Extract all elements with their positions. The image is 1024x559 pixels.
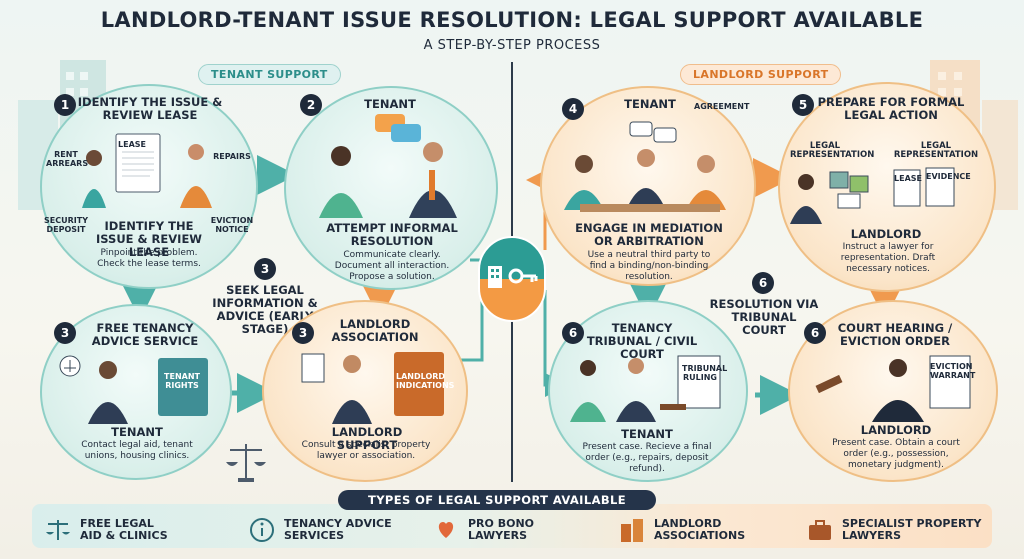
step6a-subheading: TENANT [621, 427, 673, 441]
step3b-description: Consult a specialist property lawyer or … [301, 440, 431, 461]
step4-illustration [564, 121, 726, 212]
tribunal-ruling-doc-label: TRIBUNAL RULING [682, 364, 728, 382]
step3-number: 3 [254, 258, 276, 280]
repairs-tag: REPAIRS [213, 152, 251, 161]
step1-heading: IDENTIFY THE ISSUE & REVIEW LEASE [77, 95, 223, 122]
legal-support-strip-title: TYPES OF LEGAL SUPPORT AVAILABLE [338, 490, 656, 510]
legal-representation-label-2: LEGAL REPRESENTATION [893, 141, 979, 160]
strip-item-label: SPECIALIST PROPERTY LAWYERS [842, 517, 982, 542]
tenant-support-pill: TENANT SUPPORT [198, 64, 341, 85]
step3a-illustration [59, 355, 208, 424]
step6-heading: RESOLUTION VIA TRIBUNAL COURT [709, 297, 819, 337]
step6b-subheading: LANDLORD [860, 423, 932, 437]
evidence-doc-label: EVIDENCE [926, 172, 971, 181]
lease-document-label: LEASE [118, 140, 146, 149]
tenant-rights-book-label: TENANT RIGHTS [164, 372, 200, 390]
step1-subheading: IDENTIFY THE ISSUE & REVIEW LEASE [96, 219, 202, 259]
step6a-description: Present case. Recieve a final order (e.g… [582, 442, 712, 474]
step3a-subheading: TENANT [111, 425, 163, 439]
step2-illustration [319, 114, 457, 218]
step3b-number: 3 [292, 322, 314, 344]
step1-number: 1 [54, 94, 76, 116]
landlord-support-pill: LANDLORD SUPPORT [680, 64, 842, 85]
step5-illustration [790, 167, 955, 224]
strip-item-label: TENANCY ADVICE SERVICES [284, 517, 392, 542]
strip-item-label: FREE LEGAL AID & CLINICS [80, 517, 168, 542]
lease-doc-label: LEASE [894, 174, 922, 183]
step6b-number: 6 [804, 322, 826, 344]
agreement-doc-label: AGREEMENT [694, 102, 750, 111]
step6a-heading: TENANCY TRIBUNAL / CIVIL COURT [586, 321, 698, 361]
step3a-number: 3 [54, 322, 76, 344]
security-deposit-tag: SECURITY DEPOSIT [44, 216, 88, 234]
step6-number: 6 [752, 272, 774, 294]
briefcase-icon [809, 520, 831, 540]
step6b-illustration [815, 355, 971, 422]
step5-number: 5 [792, 94, 814, 116]
buildings-icon [621, 519, 643, 542]
legal-representation-label-1: LEGAL REPRESENTATION [790, 141, 875, 160]
step2-description: Communicate clearly. Document all intera… [334, 250, 450, 282]
step6b-description: Present case. Obtain a court order (e.g.… [832, 438, 960, 470]
step6b-heading: COURT HEARING / EVICTION ORDER [837, 321, 953, 348]
page-subtitle: A STEP-BY-STEP PROCESS [423, 38, 601, 53]
step2-heading: TENANT [364, 97, 416, 111]
page-title: LANDLORD-TENANT ISSUE RESOLUTION: LEGAL … [100, 8, 924, 32]
step2-number: 2 [300, 94, 322, 116]
step4-number: 4 [562, 98, 584, 120]
phone-info-icon [250, 518, 274, 542]
building-key-icon [488, 266, 538, 288]
strip-item-landlord-associations: LANDLORD ASSOCIATIONS [618, 514, 764, 546]
step3a-description: Contact legal aid, tenant unions, housin… [81, 440, 193, 461]
strip-item-specialist-lawyers: SPECIALIST PROPERTY LAWYERS [806, 514, 982, 546]
step1-circle [40, 84, 258, 289]
step4-description: Use a neutral third party to find a bind… [587, 250, 711, 282]
step3-heading: SEEK LEGAL INFORMATION & ADVICE (EARLY S… [212, 283, 318, 336]
step4-heading: TENANT [624, 97, 676, 111]
step1-illustration [82, 133, 212, 208]
step1-description: Pinpoint the problem. Check the lease te… [97, 248, 201, 269]
step2-subheading: ATTEMPT INFORMAL RESOLUTION [326, 221, 458, 248]
strip-item-tenancy-advice: TENANCY ADVICE SERVICES [248, 514, 404, 546]
step5-subheading: LANDLORD [850, 227, 922, 241]
step3b-subheading: LANDLORD SUPPORT [331, 425, 403, 452]
step5-circle [778, 82, 996, 292]
rent-arrears-tag: RENT ARREARS [46, 150, 89, 168]
scales-people-icon [46, 520, 70, 540]
eviction-warrant-doc-label: EVICTION WARRANT [930, 362, 976, 380]
step3b-illustration [301, 352, 444, 424]
step5-heading: PREPARE FOR FORMAL LEGAL ACTION [817, 95, 965, 122]
step3a-heading: FREE TENANCY ADVICE SERVICE [91, 321, 199, 348]
step4-subheading: ENGAGE IN MEDIATION OR ARBITRATION [575, 221, 723, 248]
strip-item-pro-bono: PRO BONO LAWYERS [432, 514, 548, 546]
landlord-book-label: LANDLORD INDICATIONS [396, 372, 455, 390]
step6a-number: 6 [562, 322, 584, 344]
legal-support-strip [32, 504, 992, 548]
strip-item-free-legal-aid: FREE LEGAL AID & CLINICS [44, 514, 176, 546]
strip-item-label: PRO BONO LAWYERS [468, 517, 535, 542]
heart-hand-icon [438, 522, 454, 538]
strip-item-label: LANDLORD ASSOCIATIONS [654, 517, 746, 542]
step5-description: Instruct a lawyer for representation. Dr… [840, 242, 936, 274]
eviction-notice-tag: EVICTION NOTICE [210, 216, 254, 234]
scales-icon [226, 444, 266, 482]
step3b-heading: LANDLORD ASSOCIATION [331, 317, 419, 344]
step6a-illustration [570, 355, 721, 422]
